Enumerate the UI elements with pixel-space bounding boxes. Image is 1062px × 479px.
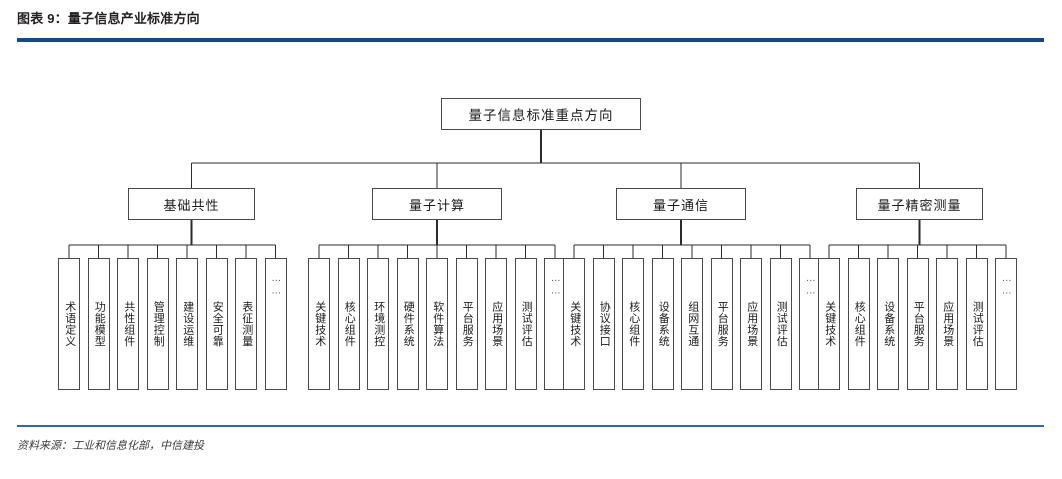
tree-leaf-label: 应用场景 (745, 301, 758, 347)
tree-branch-label: 基础共性 (163, 197, 220, 213)
tree-leaf-label: …… (1001, 273, 1013, 298)
tree-leaf-node[interactable]: 协议接口 (592, 258, 615, 390)
tree-leaf-node[interactable]: 功能模型 (87, 258, 110, 390)
tree-leaf-label: 共性组件 (122, 301, 135, 347)
tree-leaf-label: 应用场景 (490, 301, 503, 347)
tree-leaf-label: 关键技术 (568, 301, 581, 347)
tree-leaf-label: 测试评估 (775, 301, 788, 347)
tree-connector-lines (68, 130, 1007, 258)
tree-root-node[interactable]: 量子信息标准重点方向 (441, 98, 641, 130)
tree-leaf-node[interactable]: 关键技术 (818, 258, 840, 390)
tree-branch-node[interactable]: 量子通信 (616, 188, 746, 220)
tree-leaf-label: 平台服务 (716, 301, 729, 347)
tree-leaf-node[interactable]: 设备系统 (651, 258, 674, 390)
tree-leaf-node[interactable]: 管理控制 (146, 258, 169, 390)
tree-leaf-label: 核心组件 (343, 301, 356, 347)
tree-leaf-label: 关键技术 (313, 301, 326, 347)
tree-leaf-node[interactable]: 测试评估 (965, 258, 988, 390)
tree-leaf-node[interactable]: 硬件系统 (396, 258, 419, 390)
tree-leaf-node-more[interactable]: …… (264, 258, 287, 390)
tree-leaf-node[interactable]: 平台服务 (455, 258, 478, 390)
tree-branch-label: 量子通信 (652, 197, 709, 213)
tree-branch-node[interactable]: 量子精密测量 (856, 188, 983, 220)
tree-leaf-label: 表征测量 (240, 301, 253, 347)
tree-leaf-node[interactable]: 测试评估 (514, 258, 537, 390)
tree-leaf-label: 平台服务 (461, 301, 474, 347)
tree-leaf-node[interactable]: 关键技术 (308, 258, 330, 390)
tree-leaf-node[interactable]: 建设运维 (176, 258, 198, 390)
tree-root-label: 量子信息标准重点方向 (468, 108, 614, 123)
footer-divider (17, 425, 1044, 427)
tree-leaf-node[interactable]: 组网互通 (681, 258, 703, 390)
tree-branch-node[interactable]: 基础共性 (128, 188, 255, 220)
tree-leaf-node[interactable]: 环境测控 (367, 258, 389, 390)
tree-leaf-label: 测试评估 (971, 301, 984, 347)
tree-leaf-node[interactable]: 软件算法 (426, 258, 448, 390)
tree-leaf-label: 设备系统 (657, 301, 670, 347)
tree-branch-label: 量子精密测量 (877, 197, 962, 213)
tree-leaf-node[interactable]: 应用场景 (936, 258, 958, 390)
tree-leaf-label: 术语定义 (63, 301, 76, 347)
tree-leaf-label: 环境测控 (372, 301, 385, 347)
tree-leaf-label: 应用场景 (941, 301, 954, 347)
tree-leaf-node[interactable]: 应用场景 (740, 258, 762, 390)
tree-leaf-node[interactable]: 测试评估 (769, 258, 792, 390)
tree-leaf-node[interactable]: 核心组件 (847, 258, 870, 390)
tree-leaf-label: …… (550, 273, 562, 298)
tree-leaf-node-more[interactable]: …… (995, 258, 1017, 390)
tree-leaf-label: …… (270, 273, 282, 298)
tree-leaf-node[interactable]: 术语定义 (58, 258, 80, 390)
tree-leaf-label: 安全可靠 (211, 301, 224, 347)
tree-leaf-node[interactable]: 表征测量 (235, 258, 257, 390)
tree-leaf-node[interactable]: 安全可靠 (205, 258, 228, 390)
source-note: 资料来源：工业和信息化部，中信建投 (17, 440, 204, 452)
tree-leaf-label: 功能模型 (93, 301, 106, 347)
tree-leaf-label: 关键技术 (823, 301, 836, 347)
tree-leaf-node[interactable]: 平台服务 (710, 258, 733, 390)
tree-leaf-node[interactable]: 核心组件 (337, 258, 360, 390)
tree-leaf-label: …… (805, 273, 817, 298)
tree-leaf-label: 平台服务 (912, 301, 925, 347)
tree-leaf-label: 核心组件 (627, 301, 640, 347)
page-title: 图表 9：量子信息产业标准方向 (17, 11, 200, 26)
tree-leaf-node[interactable]: 共性组件 (117, 258, 139, 390)
tree-leaf-node[interactable]: 平台服务 (906, 258, 929, 390)
org-tree-diagram: 量子信息标准重点方向基础共性术语定义 功能模型 共性组件 管理控制 建设运维 安全可靠 表征… (0, 52, 1062, 420)
header-divider (17, 38, 1044, 42)
tree-leaf-label: 硬件系统 (402, 301, 415, 347)
tree-leaf-label: 建设运维 (181, 301, 194, 347)
tree-branch-label: 量子计算 (408, 197, 465, 213)
tree-leaf-label: 测试评估 (520, 301, 533, 347)
tree-branch-node[interactable]: 量子计算 (372, 188, 502, 220)
tree-leaf-node[interactable]: 核心组件 (622, 258, 644, 390)
tree-leaf-node[interactable]: 设备系统 (877, 258, 899, 390)
tree-leaf-label: 软件算法 (431, 301, 444, 347)
tree-leaf-label: 管理控制 (152, 301, 165, 347)
tree-leaf-node[interactable]: 关键技术 (563, 258, 585, 390)
tree-leaf-label: 组网互通 (686, 301, 699, 347)
tree-leaf-label: 核心组件 (853, 301, 866, 347)
tree-leaf-node[interactable]: 应用场景 (485, 258, 507, 390)
tree-leaf-label: 设备系统 (882, 301, 895, 347)
tree-leaf-label: 协议接口 (598, 301, 611, 347)
